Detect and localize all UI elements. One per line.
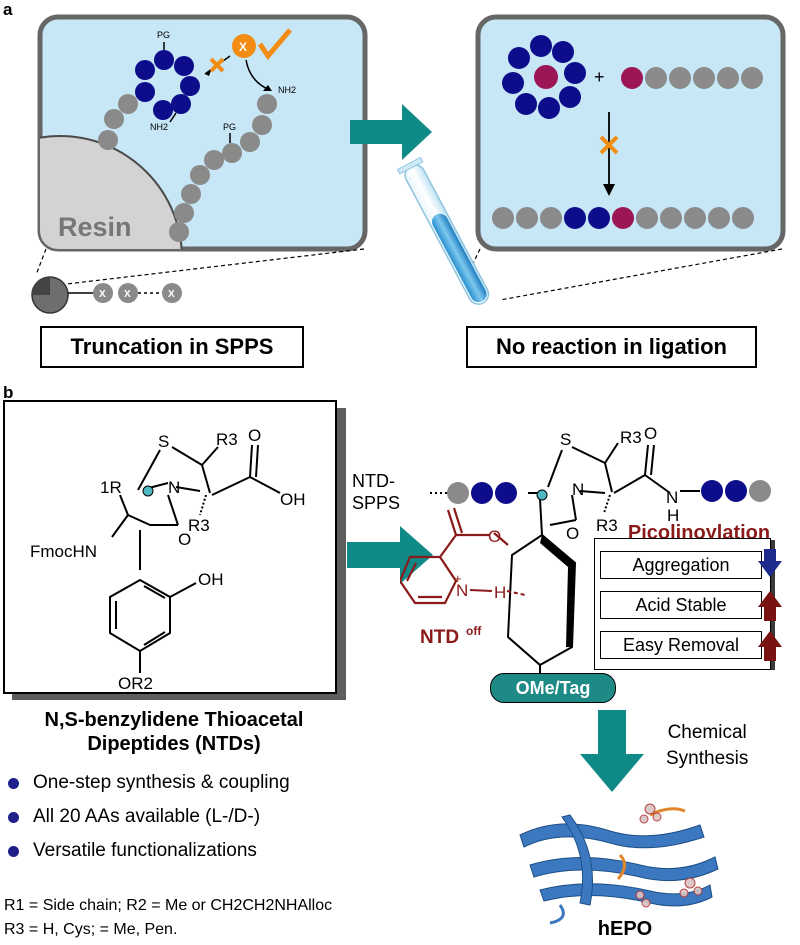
ntd-title: N,S-benzylidene Thioacetal Dipeptides (N…: [44, 709, 304, 755]
pep-s: S: [560, 430, 571, 449]
nh2-right: NH2: [278, 85, 296, 95]
test-tube-icon: [396, 156, 490, 305]
process-arrow: [350, 104, 432, 160]
ntd-off-superscript: off: [466, 624, 482, 638]
panel-b-letter: b: [3, 383, 14, 402]
pep-o-ketone: O: [566, 524, 579, 543]
ntd-r1: 1R: [100, 478, 122, 497]
pep-n-amide: N: [666, 488, 678, 507]
feature-item: One-step synthesis & coupling: [8, 766, 290, 800]
aggregation-tag: Aggregation: [600, 551, 762, 579]
panel-a-graphic: Resin PG NH2 X NH2: [31, 14, 786, 314]
feature-item: Versatile functionalizations: [8, 834, 290, 868]
peptide-fragment: [621, 67, 763, 89]
ntd-structure-drawing: S R3 O 1R N OH R3 FmocHN O OH OR2: [30, 426, 306, 693]
resin-bead: [40, 135, 183, 249]
ntd-fmochn: FmocHN: [30, 542, 97, 561]
chain-x-3: X: [168, 289, 175, 300]
pep-r3-top: R3: [620, 428, 642, 447]
x-reagent-label: X: [239, 40, 247, 54]
ntd-or2: OR2: [118, 674, 153, 693]
footnote: R1 = Side chain; R2 = Me or CH2CH2NHAllo…: [4, 897, 333, 938]
pep-n: N: [572, 480, 584, 499]
pep-h-amide: H: [667, 506, 679, 525]
pep-n-plus: N: [456, 581, 468, 600]
ntd-oh-phenol: OH: [198, 570, 224, 589]
chemical-synthesis-arrow: [580, 710, 644, 792]
chain-x-2: X: [124, 289, 131, 300]
plus-sign: +: [594, 67, 605, 87]
blocked-cross-icon: [209, 57, 225, 73]
nh2-inner: NH2: [150, 122, 168, 132]
no-reaction-cross-icon: [599, 135, 619, 155]
ntd-oh-acid: OH: [280, 490, 306, 509]
chain-x-1: X: [99, 289, 106, 300]
panel-a-letter: a: [3, 0, 13, 19]
x-reagent: [232, 34, 256, 58]
pep-r3-bottom: R3: [596, 516, 618, 535]
down-arrow-icon: [758, 549, 782, 577]
ntd-spps-arrow: [347, 526, 433, 584]
pg-right: PG: [223, 122, 236, 132]
feature-list: One-step synthesis & coupling All 20 AAs…: [8, 766, 290, 868]
bullet-icon: [8, 777, 19, 789]
ome-tag-pill: OMe/Tag: [490, 673, 616, 703]
pep-h-bond: H: [494, 583, 506, 602]
hepo-protein: [519, 803, 719, 925]
hepo-label: hEPO: [597, 918, 653, 940]
pep-o-amide: O: [644, 424, 657, 443]
bullet-icon: [8, 811, 19, 823]
ntd-o: O: [248, 426, 261, 445]
resin-label: Resin: [58, 212, 132, 242]
ntd-n: N: [168, 478, 180, 497]
ntd-structure-box: [3, 400, 337, 694]
chemical-synthesis-label: Chemical Synthesis: [666, 722, 749, 769]
ntd-r3-top: R3: [216, 430, 238, 449]
navy-aggregate: [135, 50, 200, 120]
ligation-product: [492, 207, 754, 229]
trend-arrows: [758, 549, 782, 661]
feature-item: All 20 AAs available (L-/D-): [8, 800, 290, 834]
easy-removal-tag: Easy Removal: [600, 631, 762, 659]
up-arrow-icon-2: [758, 631, 782, 661]
pg-top: PG: [157, 30, 170, 40]
bullet-icon: [8, 845, 19, 857]
growing-chain: [169, 94, 277, 242]
up-arrow-icon: [758, 591, 782, 621]
ntd-r3-bottom: R3: [188, 516, 210, 535]
no-reaction-caption: No reaction in ligation: [466, 326, 757, 368]
ntd-off-label: NTD: [420, 627, 459, 648]
check-icon: [257, 28, 292, 61]
pep-n-charge: +: [454, 571, 462, 586]
cyclic-aggregate: [502, 35, 586, 119]
peptide-structure: S R3 O N N H R3 O O N + H NTD off: [400, 424, 771, 675]
pep-o-ester: O: [488, 527, 501, 546]
acid-stable-tag: Acid Stable: [600, 591, 762, 619]
ntd-o-ketone: O: [178, 530, 191, 549]
ntd-spps-label: NTD- SPPS: [352, 471, 401, 513]
ntd-s: S: [158, 432, 169, 451]
truncated-chain: [98, 94, 138, 150]
truncation-caption: Truncation in SPPS: [40, 326, 304, 368]
